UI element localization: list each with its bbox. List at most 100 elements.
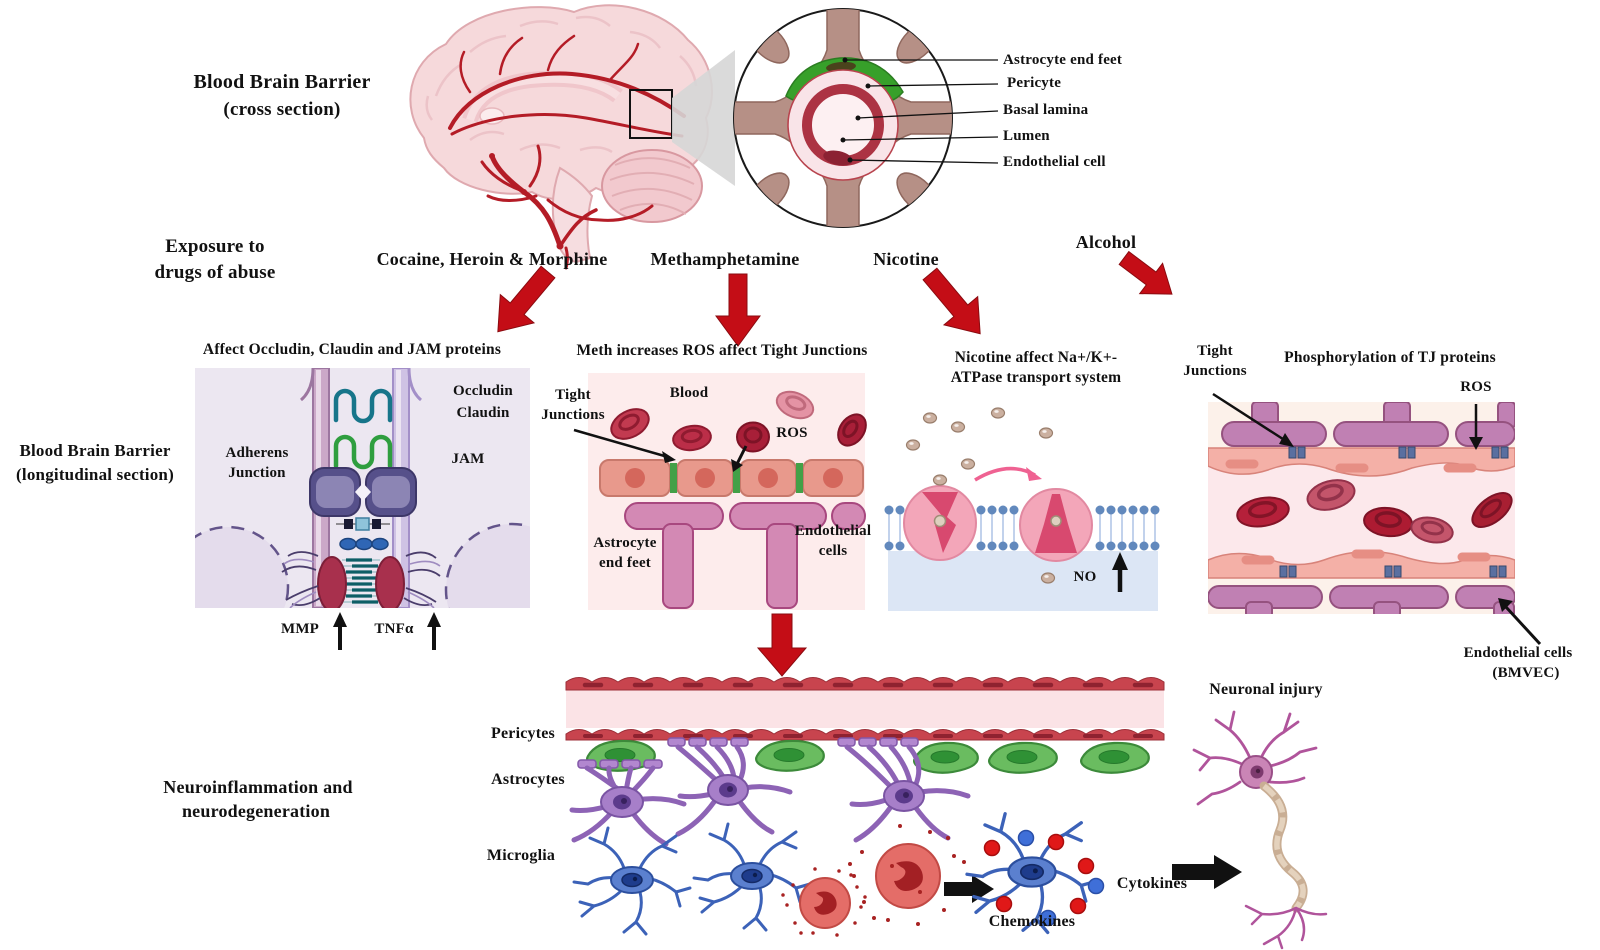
panel3-title-2: ATPase transport system — [950, 369, 1122, 386]
exposure-arrows — [497, 250, 1173, 677]
label-claudin: Claudin — [456, 405, 510, 421]
label-bmvec-1: Endothelial cells — [1463, 645, 1573, 661]
label-basal-lamina: Basal lamina — [1003, 102, 1089, 118]
panel-alcohol-tj — [1208, 392, 1542, 646]
heading-cross-section-1: Blood Brain Barrier — [193, 71, 371, 93]
activated-cell-small — [781, 867, 867, 937]
label-tj-alcohol-2: Junctions — [1183, 363, 1247, 379]
panel-occludin-claudin-jam — [195, 368, 530, 650]
label-no: NO — [1073, 569, 1097, 585]
claudin-protein — [333, 434, 393, 470]
astrocyte-end-feet-row — [624, 502, 866, 609]
arrow-to-neuroinflammation — [756, 613, 808, 677]
label-bmvec-2: (BMVEC) — [1492, 665, 1560, 681]
label-adherens-2: Junction — [228, 465, 286, 481]
astrocyte-pad-clusters — [577, 737, 919, 769]
cytoskeleton-filaments — [281, 551, 441, 607]
label-mmp: MMP — [280, 621, 320, 637]
cytokine-chemokine-dots — [983, 829, 1105, 927]
brain-illustration — [409, 4, 713, 270]
label-astrocyte-feet-2: end feet — [599, 555, 651, 571]
lipid-tails — [888, 514, 1156, 542]
red-blood-cells — [610, 390, 867, 453]
label-neuronal-injury: Neuronal injury — [1209, 681, 1323, 698]
arrow-nicotine — [922, 267, 981, 335]
label-cytokines: Cytokines — [1116, 875, 1188, 892]
label-jam: JAM — [451, 451, 485, 467]
tight-junction — [733, 463, 740, 493]
injured-neuron — [1192, 710, 1328, 950]
panel2-title: Meth increases ROS affect Tight Junction… — [576, 342, 868, 359]
occludin-protein — [333, 388, 393, 424]
panel3-title-1: Nicotine affect Na+/K+- — [954, 349, 1118, 366]
arrow-meth — [715, 273, 761, 347]
label-endothelial-1: Endothelial — [794, 523, 872, 539]
heading-exposure-2: drugs of abuse — [154, 262, 276, 283]
label-ros-meth: ROS — [776, 425, 808, 441]
label-astrocyte-feet-1: Astrocyte — [593, 535, 657, 551]
label-astrocyte-end-feet: Astrocyte end feet — [1003, 52, 1123, 68]
cerebellum — [601, 149, 703, 223]
label-tight-1: Tight — [555, 387, 591, 403]
leader-lines — [842, 59, 999, 164]
atpase-channel-right — [1019, 488, 1093, 562]
label-ros-alcohol: ROS — [1460, 379, 1492, 395]
atpase-channel-left — [903, 485, 977, 561]
nicotine-particles — [905, 407, 1056, 584]
lumen-red-blood-cells — [1236, 479, 1513, 544]
tight-junction — [796, 463, 803, 493]
arrow-activation — [944, 875, 994, 903]
drug-cocaine-heroin-morphine: Cocaine, Heroin & Morphine — [376, 249, 608, 269]
label-blood: Blood — [669, 385, 709, 401]
tight-junction — [670, 463, 677, 493]
label-lumen: Lumen — [1003, 128, 1050, 144]
panel1-title: Affect Occludin, Claudin and JAM protein… — [202, 341, 502, 358]
endothelial-cell-row — [599, 459, 864, 497]
mmp-tnfa-arrows — [333, 612, 441, 650]
label-occludin: Occludin — [453, 383, 513, 399]
axon — [1259, 781, 1308, 913]
tight-junction-markers — [1288, 446, 1509, 459]
brain-microvessel — [565, 677, 1165, 741]
activated-cell-large — [848, 824, 970, 926]
endothelial-band-top — [1208, 447, 1515, 477]
magnifier-wedge — [672, 50, 735, 186]
endothelial-nucleus — [823, 150, 853, 166]
label-endothelial-2: cells — [818, 543, 848, 559]
panel-meth-ros — [573, 373, 867, 610]
microglia-ramified-1 — [572, 826, 692, 936]
endothelial-ring — [802, 84, 884, 166]
heading-neuroinflammation-1: Neuroinflammation and — [163, 777, 353, 797]
label-pericytes: Pericytes — [491, 725, 555, 742]
label-pericyte: Pericyte — [1007, 75, 1062, 91]
microglia-ramified-2 — [692, 822, 812, 932]
bbb-cross-section-magnified — [733, 8, 999, 228]
arrow-to-neuron — [1172, 855, 1242, 889]
label-astrocytes: Astrocytes — [491, 771, 565, 788]
heading-neuroinflammation-2: neurodegeneration — [181, 801, 331, 821]
panel-nicotine-atpase — [884, 407, 1160, 611]
label-endothelial-cell: Endothelial cell — [1003, 154, 1106, 170]
astrocyte-feet-bottom — [1208, 585, 1515, 614]
drug-alcohol: Alcohol — [1075, 232, 1137, 252]
label-adherens-1: Adherens — [225, 445, 289, 461]
drug-nicotine: Nicotine — [873, 249, 939, 269]
heading-longitudinal-2: (longitudinal section) — [16, 465, 174, 484]
label-tnf-alpha: TNFα — [374, 621, 414, 637]
label-tj-alcohol-1: Tight — [1197, 343, 1233, 359]
panel4-title: Phosphorylation of TJ proteins — [1284, 349, 1496, 366]
label-tight-2: Junctions — [541, 407, 605, 423]
vessel-wall-top — [565, 677, 1165, 691]
arrow-alcohol — [1118, 250, 1173, 295]
heading-exposure-1: Exposure to — [165, 236, 265, 257]
arrow-cocaine — [497, 265, 556, 333]
heading-cross-section-2: (cross section) — [223, 99, 341, 120]
transport-arrow — [974, 466, 1036, 482]
heading-longitudinal-1: Blood Brain Barrier — [19, 441, 171, 460]
label-microglia: Microglia — [486, 847, 556, 864]
astrocyte-cells — [569, 744, 971, 847]
jam-protein — [309, 467, 417, 517]
adherens-junction-complex — [336, 517, 390, 551]
